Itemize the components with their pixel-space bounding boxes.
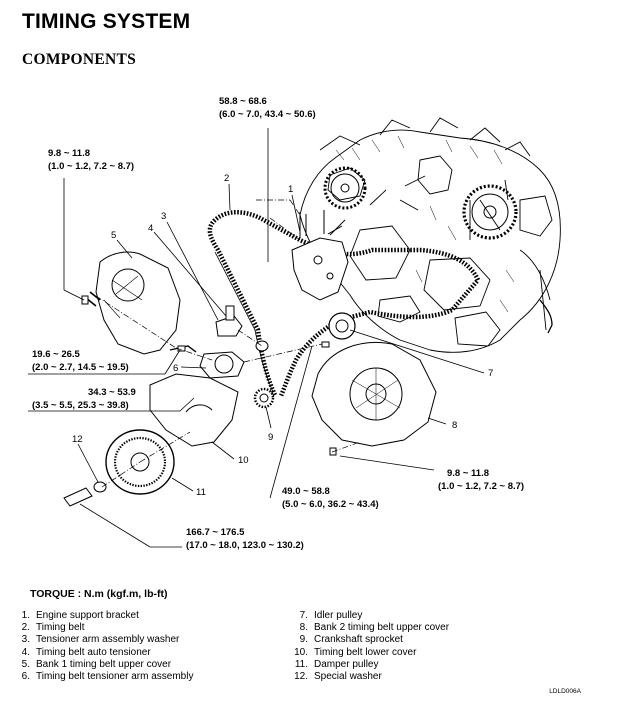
legend-item: 12.Special washer xyxy=(294,671,382,683)
legend-item: 7.Idler pulley xyxy=(299,610,363,621)
callout-12: 12 xyxy=(72,434,83,445)
torque-5-nm: 9.8 ~ 11.8 xyxy=(447,468,489,479)
torque-4-alt: (3.5 ~ 5.5, 25.3 ~ 39.8) xyxy=(32,400,129,411)
cam-sprocket-bank2 xyxy=(462,184,518,240)
torque-2-alt: (1.0 ~ 1.2, 7.2 ~ 8.7) xyxy=(48,161,134,172)
torque-1-alt: (6.0 ~ 7.0, 43.4 ~ 50.6) xyxy=(219,109,316,120)
legend-item: 1.Engine support bracket xyxy=(21,610,139,621)
engine-support-bracket xyxy=(291,210,349,301)
torque-3-nm: 19.6 ~ 26.5 xyxy=(32,349,81,360)
callout-9: 9 xyxy=(268,432,273,443)
legend-left: 1.Engine support bracket 2.Timing belt 3… xyxy=(14,610,194,683)
legend-item: 9.Crankshaft sprocket xyxy=(299,634,403,646)
legend-item: 2.Timing belt xyxy=(21,622,85,634)
callout-7: 7 xyxy=(488,368,493,379)
timing-belt xyxy=(207,210,481,397)
torque-unit-label: TORQUE : N.m (kgf.m, lb-ft) xyxy=(30,588,168,600)
legend-item: 5.Bank 1 timing belt upper cover xyxy=(21,658,172,670)
torque-6-nm: 49.0 ~ 58.8 xyxy=(282,486,330,497)
legend-item: 10.Timing belt lower cover xyxy=(294,646,417,658)
legend-item: 3.Tensioner arm assembly washer xyxy=(21,634,180,646)
torque-6-alt: (5.0 ~ 6.0, 36.2 ~ 43.4) xyxy=(282,499,379,510)
callout-10: 10 xyxy=(238,455,249,466)
torque-7-nm: 166.7 ~ 176.5 xyxy=(186,527,245,538)
engine-block xyxy=(299,117,561,353)
figure-code: LDLD006A xyxy=(549,688,581,695)
legend-item: 8.Bank 2 timing belt upper cover xyxy=(299,622,450,634)
legend-item: 11.Damper pulley xyxy=(294,658,379,670)
torque-5-alt: (1.0 ~ 1.2, 7.2 ~ 8.7) xyxy=(438,481,524,492)
callout-4: 4 xyxy=(148,223,153,234)
leader-lines xyxy=(28,128,485,548)
torque-7-alt: (17.0 ~ 18.0, 123.0 ~ 130.2) xyxy=(186,540,304,551)
callout-8: 8 xyxy=(452,420,457,431)
torque-3-alt: (2.0 ~ 2.7, 14.5 ~ 19.5) xyxy=(32,362,129,373)
torque-1-nm: 58.8 ~ 68.6 xyxy=(219,96,267,107)
section-title: COMPONENTS xyxy=(22,51,137,68)
legend-item: 4.Timing belt auto tensioner xyxy=(21,646,151,658)
idler-pulley xyxy=(328,312,356,340)
bank1-upper-cover xyxy=(85,251,181,355)
callout-11: 11 xyxy=(196,487,206,498)
callout-5: 5 xyxy=(111,230,116,241)
callout-6: 6 xyxy=(173,363,178,374)
timing-belt-inner-edge xyxy=(214,251,274,393)
assembly-lines xyxy=(95,199,361,488)
callout-numbers: 1 2 3 4 5 6 7 8 9 10 11 12 xyxy=(72,173,493,498)
crankshaft-sprocket xyxy=(253,387,275,409)
lower-cover xyxy=(149,373,239,447)
engine-block-hatching xyxy=(335,135,515,313)
legend-right: 7.Idler pulley 8.Bank 2 timing belt uppe… xyxy=(292,610,449,683)
tensioner-washer xyxy=(255,340,269,352)
auto-tensioner xyxy=(215,305,243,337)
torque-4-nm: 34.3 ~ 53.9 xyxy=(88,387,136,398)
cam-sprocket-bank1 xyxy=(323,166,367,210)
bank2-upper-cover xyxy=(311,342,437,447)
crank-bolt xyxy=(63,487,93,507)
callout-3: 3 xyxy=(161,211,166,222)
torque-labels: 58.8 ~ 68.6 (6.0 ~ 7.0, 43.4 ~ 50.6) 9.8… xyxy=(32,96,524,551)
callout-2: 2 xyxy=(224,173,229,184)
legend-item: 6.Timing belt tensioner arm assembly xyxy=(21,671,194,683)
page-title: TIMING SYSTEM xyxy=(22,10,191,33)
special-washer xyxy=(93,481,107,493)
callout-1: 1 xyxy=(288,184,293,195)
torque-2-nm: 9.8 ~ 11.8 xyxy=(48,148,90,159)
